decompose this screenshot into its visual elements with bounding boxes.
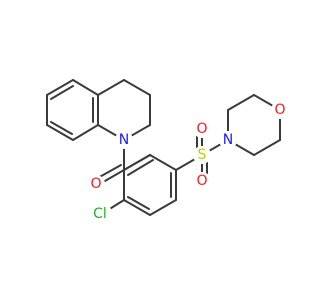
aryl-ring xyxy=(123,154,177,216)
atom-o-morpholine: O xyxy=(271,101,289,119)
atom-s: S xyxy=(193,146,211,164)
benzo-ring xyxy=(46,79,99,141)
cl-label: Cl xyxy=(93,206,107,222)
s-label: S xyxy=(198,147,207,163)
atom-o-carbonyl: O xyxy=(87,175,105,193)
n-morpholine-label: N xyxy=(223,132,233,148)
atom-o-sulfonyl-top: O xyxy=(193,120,211,138)
o-sulfonyl-top-label: O xyxy=(196,121,207,137)
morpholine-ring xyxy=(227,94,281,156)
o-morpholine-label: O xyxy=(274,102,285,118)
molecule-canvas: N O Cl S O O N O xyxy=(46,79,289,226)
atom-o-sulfonyl-bottom: O xyxy=(193,172,211,190)
structure-diagram: N O Cl S O O N O xyxy=(46,79,289,226)
cl-bond xyxy=(107,199,125,211)
atom-n-quinoline: N xyxy=(115,131,133,149)
atom-cl: Cl xyxy=(88,202,112,226)
o-sulfonyl-bottom-label: O xyxy=(196,173,207,189)
atom-n-morpholine: N xyxy=(219,131,237,149)
n-quinoline-label: N xyxy=(119,132,129,148)
o-carbonyl-label: O xyxy=(90,176,101,192)
